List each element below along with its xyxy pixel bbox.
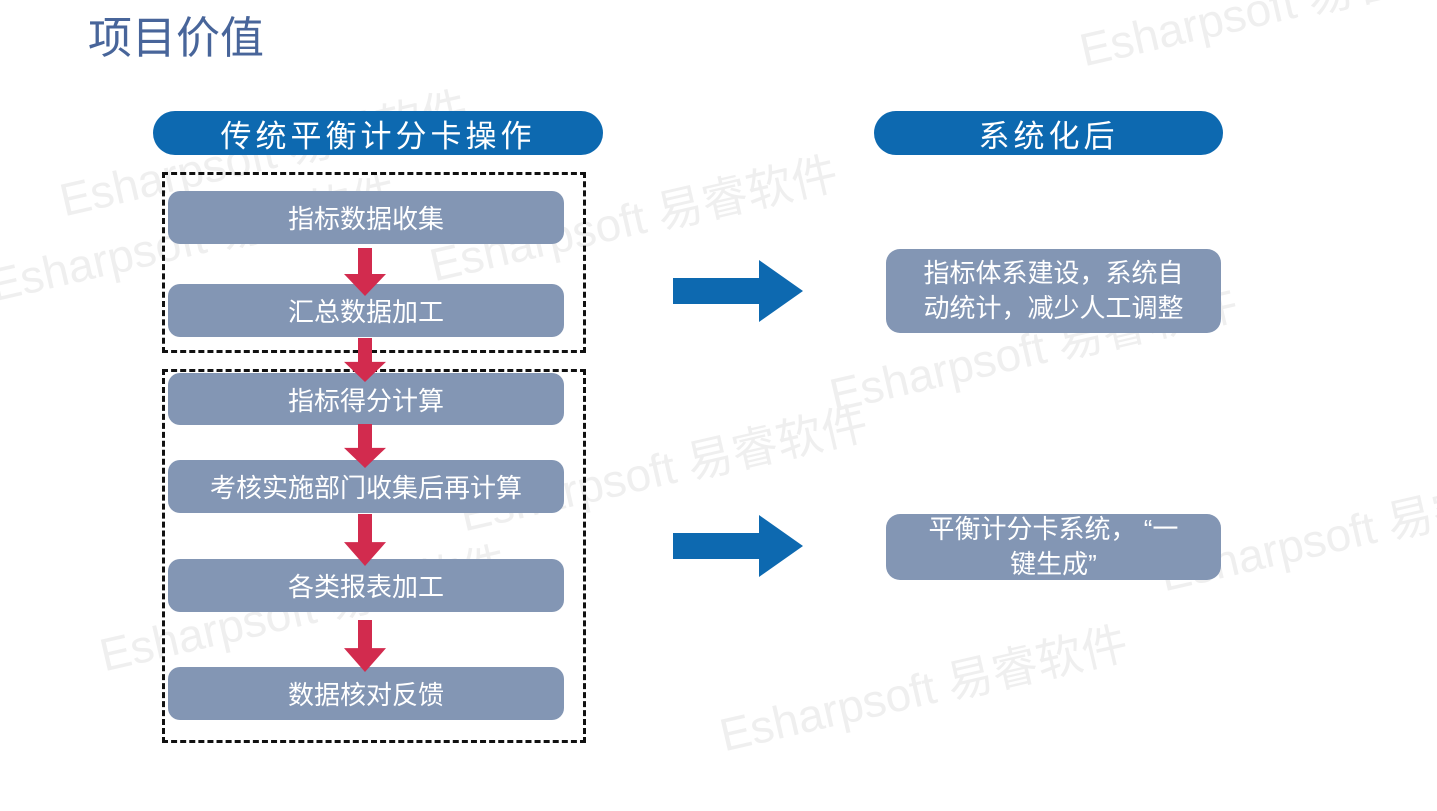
watermark-text: Esharpsoft 易睿软件 — [1074, 0, 1437, 77]
column-header-traditional: 传统平衡计分卡操作 — [153, 111, 603, 155]
process-step-score-calculation: 指标得分计算 — [168, 373, 564, 425]
arrow-down-icon — [342, 620, 388, 672]
process-step-report-processing: 各类报表加工 — [168, 559, 564, 612]
process-step-department-recalculation: 考核实施部门收集后再计算 — [168, 460, 564, 513]
arrow-down-icon — [342, 248, 388, 296]
result-box-bsc-system: 平衡计分卡系统， “一 键生成” — [886, 514, 1221, 580]
page-title: 项目价值 — [88, 14, 264, 63]
watermark-text: Esharpsoft 易睿软件 — [714, 616, 1133, 762]
column-header-systemized: 系统化后 — [874, 111, 1223, 155]
arrow-right-icon — [673, 513, 803, 579]
arrow-down-icon — [342, 338, 388, 382]
process-step-indicator-data-collection: 指标数据收集 — [168, 191, 564, 244]
arrow-right-icon — [673, 258, 803, 324]
arrow-down-icon — [342, 424, 388, 468]
process-step-data-verification-feedback: 数据核对反馈 — [168, 667, 564, 720]
group-box-data-collection — [162, 172, 586, 353]
result-box-indicator-system: 指标体系建设，系统自 动统计，减少人工调整 — [886, 249, 1221, 333]
arrow-down-icon — [342, 514, 388, 566]
